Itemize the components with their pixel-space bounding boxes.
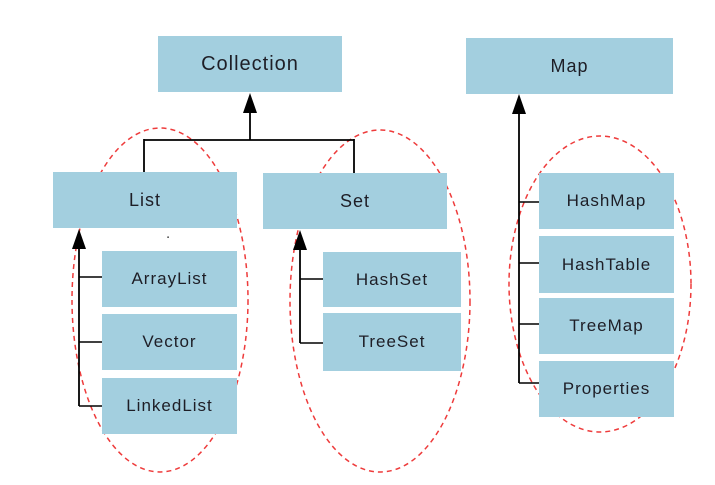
connector-collection-tree — [143, 93, 355, 173]
node-hashset: HashSet — [323, 252, 461, 307]
node-vector: Vector — [102, 314, 237, 370]
list-group-ellipse — [71, 127, 249, 473]
node-hashtable: HashTable — [539, 236, 674, 293]
map-group-ellipse — [508, 135, 692, 433]
node-treeset: TreeSet — [323, 313, 461, 371]
arrow-up-icon — [243, 93, 257, 113]
arrow-up-icon — [293, 230, 307, 250]
node-hashmap: HashMap — [539, 173, 674, 229]
connector-set-children — [293, 230, 323, 344]
arrow-up-icon — [72, 229, 86, 249]
node-linkedlist: LinkedList — [102, 378, 237, 434]
node-arraylist: ArrayList — [102, 251, 237, 307]
node-treemap: TreeMap — [539, 298, 674, 354]
node-properties: Properties — [539, 361, 674, 417]
set-group-ellipse — [289, 129, 471, 473]
connector-list-children — [72, 229, 102, 407]
node-list: List — [53, 172, 237, 228]
connector-map-children — [512, 94, 539, 384]
arrow-up-icon — [512, 94, 526, 114]
stray-dot-mark: . — [166, 225, 171, 242]
node-map: Map — [466, 38, 673, 94]
node-collection: Collection — [158, 36, 342, 92]
node-set: Set — [263, 173, 447, 229]
